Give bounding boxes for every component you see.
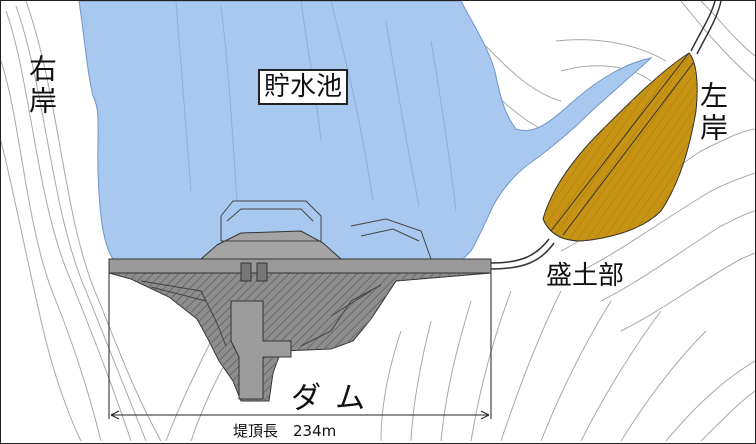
dam-body bbox=[108, 230, 492, 402]
embankment-label: 盛土部 bbox=[546, 261, 625, 291]
upstream-structures bbox=[220, 200, 432, 260]
access-road bbox=[490, 1, 722, 270]
reservoir-label: 貯水池 bbox=[258, 69, 349, 105]
crest-length-dimension bbox=[108, 273, 492, 420]
left-bank-label: 左岸 bbox=[696, 81, 729, 145]
crest-length-label: 堤頂長 234m bbox=[233, 422, 337, 440]
right-bank-label: 右岸 bbox=[25, 54, 58, 118]
embankment-area bbox=[542, 52, 698, 242]
reservoir-area bbox=[78, 1, 653, 260]
dam-label: ダム bbox=[291, 381, 379, 416]
reservoir-contours bbox=[175, 1, 457, 212]
